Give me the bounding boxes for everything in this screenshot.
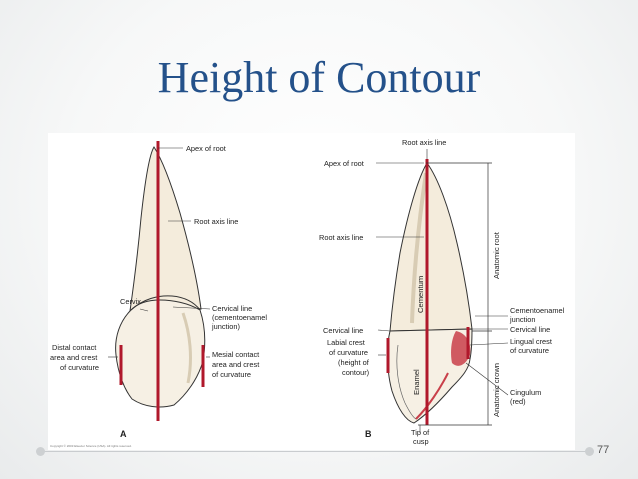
label-b-labial-2: of curvature [329, 348, 368, 357]
tooth-b-shading [410, 172, 428, 324]
page-number: 77 [597, 444, 610, 456]
figure-a: Apex of root Root axis line Cervix Cervi… [50, 141, 267, 448]
tooth-a-crown [115, 299, 206, 408]
tooth-a-cervical-line [130, 295, 201, 311]
label-a-cervical-3: junction) [211, 322, 240, 331]
label-b-cervical-left: Cervical line [323, 326, 363, 335]
figure-b-leaders [376, 149, 509, 433]
label-a-distal-2: area and crest [50, 353, 97, 362]
tooth-diagram: Apex of root Root axis line Cervix Cervi… [48, 133, 575, 450]
label-b-cementum: Cementum [416, 276, 425, 313]
tooth-a-shading [181, 312, 192, 384]
tooth-b-root [389, 162, 473, 332]
label-b-cingulum-2: (red) [510, 397, 526, 406]
label-a-distal-1: Distal contact [52, 343, 96, 352]
label-a-distal-3: of curvature [60, 363, 99, 372]
label-b-labial-1: Labial crest [327, 338, 365, 347]
label-b-tip-1: Tip of [411, 428, 430, 437]
label-a-cervical-1: Cervical line [212, 304, 252, 313]
label-a-root-axis: Root axis line [194, 217, 238, 226]
label-b-cingulum-1: Cingulum [510, 388, 541, 397]
tooth-diagram-svg: Apex of root Root axis line Cervix Cervi… [50, 138, 565, 448]
panel-label-b: B [365, 429, 372, 439]
cingulum-edge [415, 372, 449, 420]
label-b-cervical-right: Cervical line [510, 325, 550, 334]
anatomic-brackets [418, 162, 492, 426]
label-b-cej-2: junction [509, 315, 535, 324]
label-b-root-axis: Root axis line [319, 233, 363, 242]
footer-rule [40, 451, 590, 452]
tooth-a-root [129, 146, 202, 312]
label-b-enamel: Enamel [412, 369, 421, 395]
label-a-mesial-3: of curvature [212, 370, 251, 379]
label-a-mesial-1: Mesial contact [212, 350, 259, 359]
tooth-b-crown [387, 328, 473, 424]
label-b-anatomic-root: Anatomic root [492, 231, 501, 279]
label-a-mesial-2: area and crest [212, 360, 259, 369]
label-b-root-axis-top: Root axis line [402, 138, 446, 147]
slide-title: Height of Contour [157, 53, 481, 102]
label-a-cervix: Cervix [120, 297, 141, 306]
copyright-notice: Copyright © 2003 Elsevier Science (USA).… [50, 444, 132, 448]
label-a-apex: Apex of root [186, 144, 226, 153]
label-b-lingual-2: of curvature [510, 346, 549, 355]
label-b-tip-2: cusp [413, 437, 429, 446]
label-b-lingual-1: Lingual crest [510, 337, 552, 346]
figure-a-leaders [108, 147, 211, 358]
label-b-anatomic-crown: Anatomic crown [492, 363, 501, 417]
footer-dot-left [36, 447, 45, 456]
label-b-labial-4: contour) [342, 368, 369, 377]
label-b-apex: Apex of root [324, 159, 364, 168]
footer-dot-right [585, 447, 594, 456]
panel-label-a: A [120, 429, 127, 439]
cingulum-red [451, 331, 471, 366]
label-b-cej-1: Cementoenamel [510, 306, 565, 315]
label-b-labial-3: (height of [338, 358, 370, 367]
label-a-cervical-2: (cementoenamel [212, 313, 267, 322]
tooth-b-enamel-line [396, 344, 417, 420]
figure-b: Root axis line Apex of root Root axis li… [319, 138, 565, 446]
